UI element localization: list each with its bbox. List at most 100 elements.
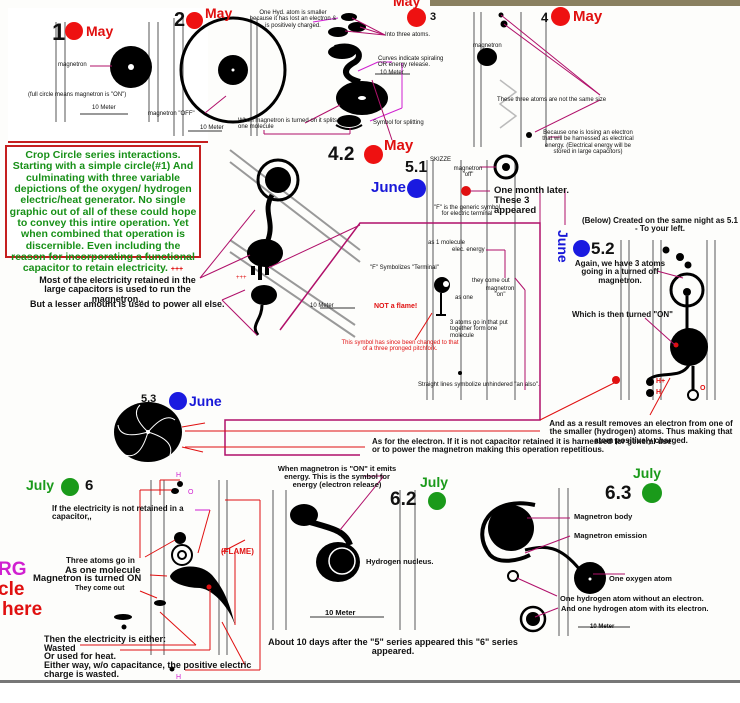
panel-3-label-hyd: One Hyd. atom is smaller because it has … (249, 10, 337, 29)
panel-5-1-label-terminal: "F" is the generic symbol for electric t… (434, 205, 500, 218)
panel-5-2-line (628, 240, 630, 400)
panel-6-label-h-bottom: H (176, 674, 182, 681)
panel-6-2-number: 6.2 (390, 489, 417, 510)
panel-5-2-label-created: (Below) Created on the same night as 5.1… (581, 216, 739, 234)
side-fragment-cle: cle (0, 579, 25, 600)
panel-6-line (150, 480, 152, 655)
panel-6-3-hydrogen-with-electron (519, 605, 547, 633)
panel-6-line (163, 480, 165, 655)
panel-6-label-one-molecule: As one molecule (65, 565, 141, 576)
panel-6-2-line (285, 490, 287, 630)
panel-3-label-three-atoms: Into three atoms. (385, 32, 431, 38)
panel-1-scale: 10 Meter (92, 105, 116, 111)
panel-5-1-label-come-out: they come out (472, 278, 510, 284)
panel-5-1-number: 5.1 (405, 159, 428, 176)
panel-6-2-line (414, 490, 416, 630)
panel-6-3-label-h-with-electron: And one hydrogen atom with its electron. (561, 604, 709, 613)
panel-2-outer-ring (179, 16, 287, 124)
panel-5-1-label-off: magnetron "off" (453, 166, 483, 179)
panel-3-scale: 10 Meter (380, 70, 404, 76)
panel-3-label-curves: Curves indicate spiraling OR energy rele… (378, 56, 444, 69)
panel-5-1-not-flame: NOT a flame! (374, 303, 418, 310)
panel-4-magnetron (477, 48, 497, 66)
panel-4-2-number: 4.2 (328, 144, 355, 165)
panel-4-line (520, 12, 522, 147)
panel-4-number: 4 (541, 10, 549, 25)
panel-6-3-hydrogen-no-electron (507, 570, 519, 582)
panel-6-label-not-retained: If the electricity is not retained in a … (52, 504, 184, 522)
panel-1-line (55, 22, 57, 122)
july-dot-icon (428, 492, 446, 510)
panel-3-number: 3 (430, 11, 437, 23)
panel-5-1-label-pitchfork: This symbol has since been changed to th… (341, 340, 459, 353)
june-dot-icon (573, 240, 590, 257)
panel-6-3-number: 6.3 (605, 483, 632, 504)
panel-4-2-marks: +++ (236, 275, 247, 281)
capacitor-note-2: But a lesser amount is used to power all… (30, 299, 225, 309)
panel-3-month: May (393, 0, 421, 9)
panel-5-2-line (706, 240, 708, 400)
panel-6-3-month: July (633, 465, 662, 481)
panel-2-month: May (205, 5, 233, 21)
panel-1-label-magnetron: magnetron (58, 62, 87, 68)
panel-4-label-magnetron: magnetron (473, 43, 502, 49)
panel-5-2-line (714, 240, 716, 400)
june-dot-icon (407, 179, 426, 198)
panel-4-2-disc (247, 239, 283, 267)
panel-5-1-line (426, 160, 428, 400)
panel-3-atom (348, 22, 366, 32)
panel-6-month: July (26, 477, 55, 493)
panel-6-3-line (567, 488, 569, 636)
panel-5-1-label-as-one: as one (455, 295, 474, 301)
panel-5-2-label-turned-on: Which is then turned "ON" (572, 310, 673, 319)
panel-5-3-number: 5.3 (141, 393, 157, 405)
panel-2-line (173, 18, 175, 136)
panel-4-label-sizes: These three atoms are not the same size (497, 97, 607, 103)
panel-5-1-label-straight: Straight lines symbolize unhindered "an … (418, 382, 540, 388)
may-dot-icon (364, 145, 383, 164)
panel-5-1-line (486, 160, 488, 400)
side-fragment-rg: RG (0, 559, 27, 580)
may-dot-icon (407, 8, 426, 27)
panel-5-2-label-hplus: H+ (656, 378, 666, 385)
panel-6-2-label-nucleus: Hydrogen nucleus. (366, 557, 434, 566)
may-dot-icon (65, 22, 83, 40)
panel-1-line (157, 22, 159, 122)
panel-6-label-flame: (FLAME) (221, 547, 254, 556)
panel-5-2-label-h: H (656, 389, 662, 396)
july-dot-icon (642, 483, 662, 503)
panel-6-2-month: July (420, 474, 449, 490)
panel-5-1-label-atoms-in: 3 atoms go in that put together form one… (450, 320, 508, 339)
panel-4-line (473, 12, 475, 147)
panel-4-2-month: May (384, 137, 414, 154)
panel-6-label-either: Then the electricity is either: (44, 634, 167, 644)
electron-note: As for the electron. If it is not capaci… (372, 437, 672, 455)
panel-5-1-month-later: One month later. These 3 appeared (494, 185, 569, 216)
panel-5-2-number: 5.2 (591, 239, 615, 258)
panel-5-2-line (620, 240, 622, 400)
panel-4-month: May (573, 8, 603, 25)
bottom-edge (0, 680, 740, 703)
panel-5-2-line (660, 240, 662, 400)
panel-4-2-scale: 10 Meter (310, 303, 334, 309)
panel-5-1-line (432, 160, 434, 400)
panel-6-label-come-out: They come out (75, 585, 125, 592)
panel-5-1-line (514, 160, 516, 400)
panel-5-2-label-o: O (700, 385, 706, 392)
summary-text: Crop Circle series interactions. Startin… (9, 149, 197, 275)
series-note: About 10 days after the "5" series appea… (268, 637, 518, 657)
panel-5-1-line (460, 160, 462, 400)
capacitor-note: Most of the electricity retained in the … (39, 275, 196, 304)
may-dot-icon (186, 12, 203, 29)
panel-6-number: 6 (85, 477, 94, 494)
panel-6-label-heat: Or used for heat. (44, 651, 117, 661)
summary-box: Crop Circle series interactions. Startin… (5, 145, 201, 274)
panel-6-label-three-atoms: Three atoms go in (66, 556, 135, 565)
panel-1-line (64, 22, 66, 122)
panel-5-1-skizze: SKIZZE (430, 157, 452, 163)
panel-6-line (218, 480, 220, 655)
panel-2-line (250, 18, 252, 136)
panel-6-line (226, 480, 228, 655)
panel-3-label-splits: When magnetron is turned on it splits on… (238, 118, 338, 131)
